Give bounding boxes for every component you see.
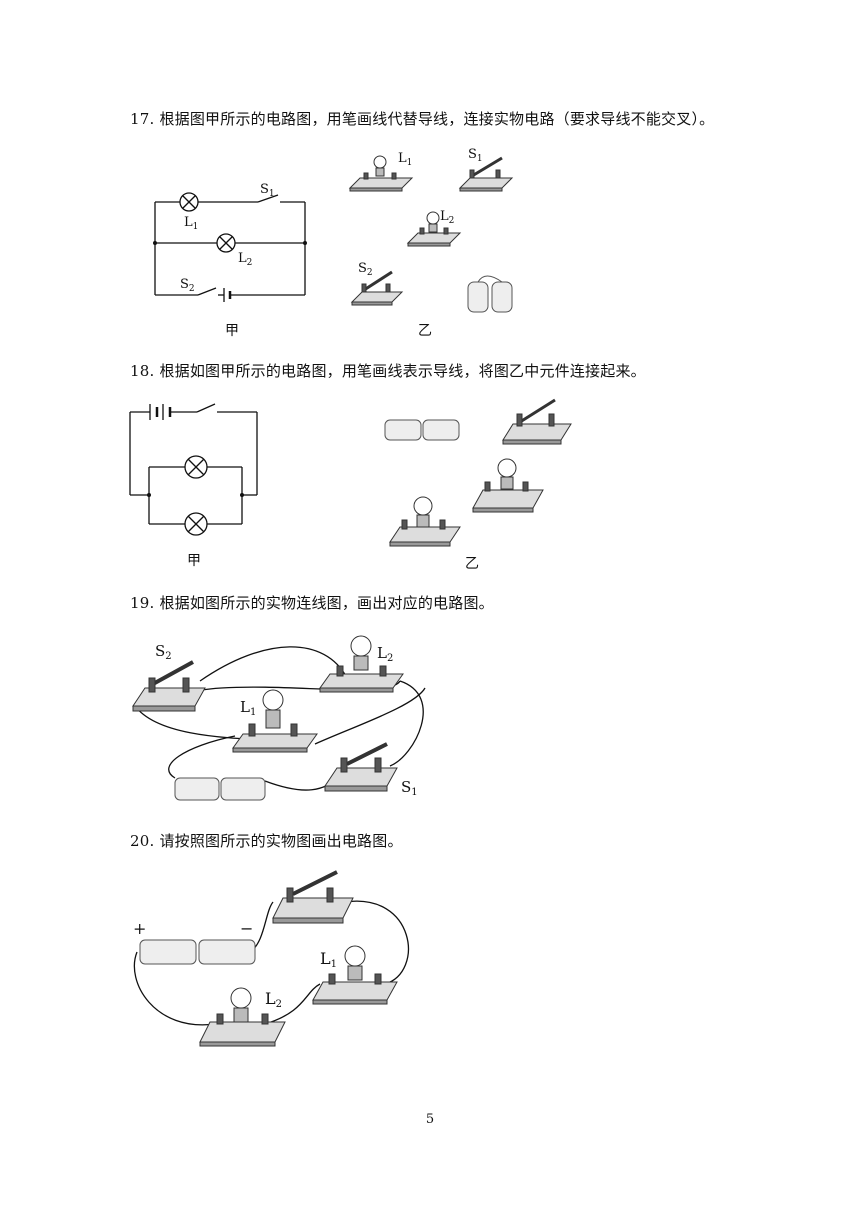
component-bulb-L2 [406,211,462,247]
minus-terminal: − [240,919,253,938]
label-S2: S2 [155,642,172,662]
label-L1: L1 [240,698,256,718]
label-S2-real: S2 [358,261,373,278]
component-battery [139,939,256,965]
component-bulb-L1 [312,945,398,1005]
caption-yi: 乙 [465,556,479,572]
caption-yi: 乙 [418,323,432,339]
label-L2: L2 [377,644,393,664]
component-switch-S2 [132,660,206,712]
label-L2: L2 [238,251,252,268]
component-bulb-L2 [199,987,286,1047]
figure-19: S2 L2 L1 S1 [132,635,426,801]
label-L2-real: L2 [440,209,454,226]
question-18: 18. 根据如图甲所示的电路图，用笔画线表示导线，将图乙中元件连接起来。 [130,360,646,381]
component-bulb-L1 [232,689,318,753]
question-number: 17. [130,110,155,128]
question-number: 19. [130,594,155,612]
caption-jia: 甲 [187,553,201,569]
component-bulb-left [389,496,461,547]
label-S1-real: S1 [468,147,483,164]
component-bulb-L1 [348,155,414,192]
question-text: 根据如图所示的实物连线图，画出对应的电路图。 [159,594,494,612]
label-L1: L1 [184,215,198,232]
figure-18: 甲 乙 [129,398,572,572]
question-20: 20. 请按照图所示的实物图画出电路图。 [130,830,403,851]
component-battery [467,275,513,313]
question-text: 根据如图甲所示的电路图，用笔画线表示导线，将图乙中元件连接起来。 [159,362,646,380]
question-17: 17. 根据图甲所示的电路图，用笔画线代替导线，连接实物电路（要求导线不能交叉）… [130,108,714,129]
question-number: 18. [130,362,155,380]
question-text: 请按照图所示的实物图画出电路图。 [159,832,403,850]
label-L1: L1 [320,949,337,970]
circuit-diagram-17 [154,192,306,302]
component-bulb-right [472,458,544,513]
figure-20: + − L1 L2 [133,870,409,1047]
page-number: 5 [425,1112,435,1127]
label-S1: S1 [260,182,275,199]
label-L1-real: L1 [398,151,412,168]
component-switch-S2 [350,270,404,306]
circuit-diagram-18 [129,403,258,536]
caption-jia: 甲 [225,323,239,339]
label-L2: L2 [265,989,282,1010]
label-S1: S1 [401,778,418,798]
component-switch [502,398,572,445]
component-bulb-L2 [319,635,404,693]
component-switch-S1 [324,742,398,792]
component-battery [174,777,266,801]
component-switch [272,870,354,924]
plus-terminal: + [133,919,146,938]
component-switch-S1 [458,156,514,192]
label-S2: S2 [180,277,195,294]
component-battery [384,419,460,441]
question-19: 19. 根据如图所示的实物连线图，画出对应的电路图。 [130,592,494,613]
question-number: 20. [130,832,155,850]
question-text: 根据图甲所示的电路图，用笔画线代替导线，连接实物电路（要求导线不能交叉）。 [159,110,715,128]
figure-17: L1 S1 L2 S2 甲 L1 S1 L2 S2 [153,147,514,339]
